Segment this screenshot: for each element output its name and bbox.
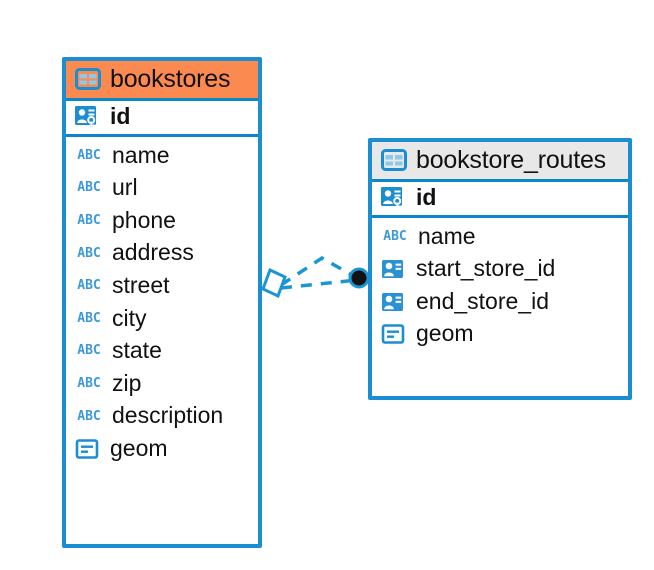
- foreign-key-icon: [381, 291, 407, 313]
- entity-header-bookstore-routes[interactable]: bookstore_routes: [372, 142, 628, 182]
- circle-endpoint-icon[interactable]: [348, 267, 370, 289]
- field-row-phone[interactable]: ABC phone: [66, 205, 258, 238]
- field-label-name: name: [418, 222, 476, 249]
- abc-icon: ABC: [77, 213, 101, 229]
- abc-icon: ABC: [383, 228, 407, 244]
- field-row-geom[interactable]: geom: [372, 318, 628, 351]
- field-row-id[interactable]: id: [372, 182, 628, 215]
- entity-keys-bookstores: id: [66, 101, 258, 137]
- geometry-icon: [75, 438, 101, 460]
- field-label-url: url: [112, 174, 138, 201]
- field-row-name[interactable]: ABC name: [372, 221, 628, 254]
- field-label-geom: geom: [110, 434, 168, 461]
- field-row-city[interactable]: ABC city: [66, 303, 258, 336]
- field-label-id: id: [110, 103, 131, 129]
- entity-table-bookstores[interactable]: bookstores id: [62, 57, 262, 548]
- relationship-line-upper[interactable]: [280, 255, 358, 287]
- abc-icon: ABC: [77, 180, 101, 196]
- field-row-start-store-id[interactable]: start_store_id: [372, 253, 628, 286]
- entity-title-bookstore-routes: bookstore_routes: [416, 146, 606, 174]
- field-label-name: name: [112, 141, 170, 168]
- field-label-zip: zip: [112, 369, 142, 396]
- abc-icon: ABC: [77, 376, 101, 392]
- table-icon: [381, 149, 407, 171]
- foreign-key-icon: [381, 258, 407, 280]
- field-label-geom: geom: [416, 320, 474, 347]
- entity-table-bookstore-routes[interactable]: bookstore_routes id: [368, 138, 632, 400]
- table-icon: [75, 68, 101, 90]
- field-label-end-store-id: end_store_id: [416, 287, 549, 314]
- field-label-street: street: [112, 271, 170, 298]
- primary-key-icon: [381, 186, 407, 210]
- abc-icon: ABC: [77, 147, 101, 163]
- abc-icon: ABC: [77, 310, 101, 326]
- field-label-id: id: [416, 184, 437, 210]
- abc-icon: ABC: [77, 245, 101, 261]
- diamond-endpoint-icon[interactable]: [261, 267, 287, 299]
- entity-title-bookstores: bookstores: [110, 65, 231, 93]
- field-label-description: description: [112, 402, 224, 429]
- entity-keys-bookstore-routes: id: [372, 182, 628, 218]
- field-row-id[interactable]: id: [66, 101, 258, 134]
- field-label-start-store-id: start_store_id: [416, 255, 556, 282]
- field-label-state: state: [112, 337, 162, 364]
- field-label-address: address: [112, 239, 194, 266]
- field-row-end-store-id[interactable]: end_store_id: [372, 286, 628, 319]
- entity-fields-bookstores: ABC name ABC url ABC phone ABC address A…: [66, 137, 258, 470]
- geometry-icon: [381, 323, 407, 345]
- field-row-state[interactable]: ABC state: [66, 335, 258, 368]
- abc-icon: ABC: [77, 343, 101, 359]
- relationship-line-lower[interactable]: [280, 278, 358, 290]
- field-row-zip[interactable]: ABC zip: [66, 368, 258, 401]
- abc-icon: ABC: [77, 408, 101, 424]
- entity-fields-bookstore-routes: ABC name start_store_id: [372, 218, 628, 355]
- field-row-description[interactable]: ABC description: [66, 400, 258, 433]
- field-row-street[interactable]: ABC street: [66, 270, 258, 303]
- abc-icon: ABC: [77, 278, 101, 294]
- field-label-phone: phone: [112, 206, 176, 233]
- field-label-city: city: [112, 304, 147, 331]
- field-row-url[interactable]: ABC url: [66, 172, 258, 205]
- field-row-name[interactable]: ABC name: [66, 140, 258, 173]
- field-row-geom[interactable]: geom: [66, 433, 258, 466]
- primary-key-icon: [75, 105, 101, 129]
- entity-header-bookstores[interactable]: bookstores: [66, 61, 258, 101]
- field-row-address[interactable]: ABC address: [66, 237, 258, 270]
